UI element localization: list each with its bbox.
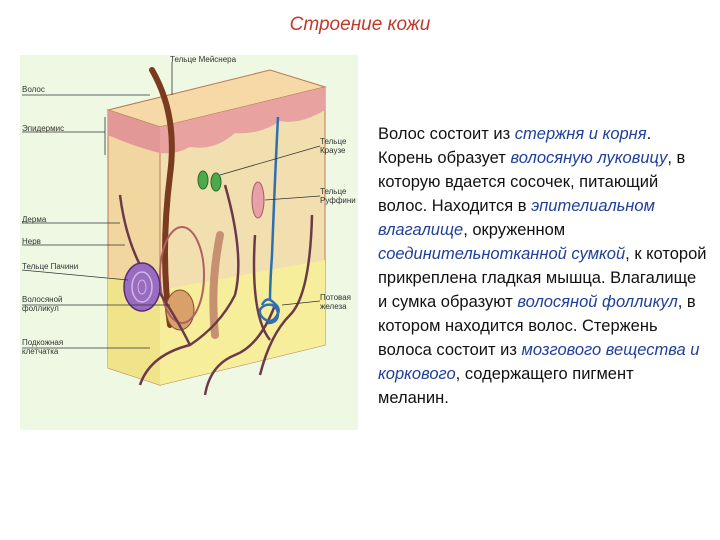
label-subcutis: Подкожная клетчатка <box>22 338 64 356</box>
pacini-corpuscle <box>123 262 161 312</box>
skin-block-illustration <box>21 62 327 396</box>
hair-shaft <box>149 67 175 328</box>
hair-follicle <box>159 226 205 324</box>
krause-corpuscle <box>197 170 209 190</box>
label-dermis: Дерма <box>22 215 47 224</box>
label-nerve: Нерв <box>22 237 41 246</box>
epidermis-front <box>108 110 160 153</box>
term-shaft-root: стержня и корня <box>514 125 647 143</box>
label-meissner: Тельце Мейснера <box>170 55 237 64</box>
nerve-fibers-3 <box>203 304 277 396</box>
label-pacini: Тельце Пачини <box>22 262 79 271</box>
label-krause: Тельце Краузе <box>320 137 347 155</box>
label-sweat-gland: Потовая железа <box>320 293 351 311</box>
term-hair-bulb: волосяную луковицу <box>510 149 668 167</box>
term-connective-sac: соединительнотканной сумкой <box>378 245 626 263</box>
label-ruffini: Тельце Руффини <box>320 187 356 205</box>
krause-corpuscle-2 <box>210 172 222 192</box>
sweat-duct <box>268 116 280 301</box>
epidermis-layer <box>160 87 325 154</box>
ruffini-corpuscle <box>251 181 265 219</box>
slide-title: Строение кожи <box>289 14 431 35</box>
term-epithelial-sheath: эпителиальном влагалище <box>378 197 655 239</box>
leader-lines <box>21 62 321 349</box>
label-epidermis: Эпидермис <box>22 124 65 133</box>
description-paragraph: Волос состоит из стержня и корня. Корень… <box>378 125 707 407</box>
skin-diagram: Тельце Мейснера Волос Эпидермис Тельце К… <box>20 55 358 430</box>
sweat-gland <box>258 298 280 325</box>
label-hair: Волос <box>22 85 45 94</box>
term-hair-follicle: волосяной фолликул <box>517 293 678 311</box>
term-medulla-cortex: мозгового вещества и коркового <box>378 341 700 383</box>
nerve-fibers-2 <box>252 214 314 376</box>
label-follicle: Волосяной фолликул <box>22 295 63 313</box>
subcutis-layer <box>160 260 325 385</box>
